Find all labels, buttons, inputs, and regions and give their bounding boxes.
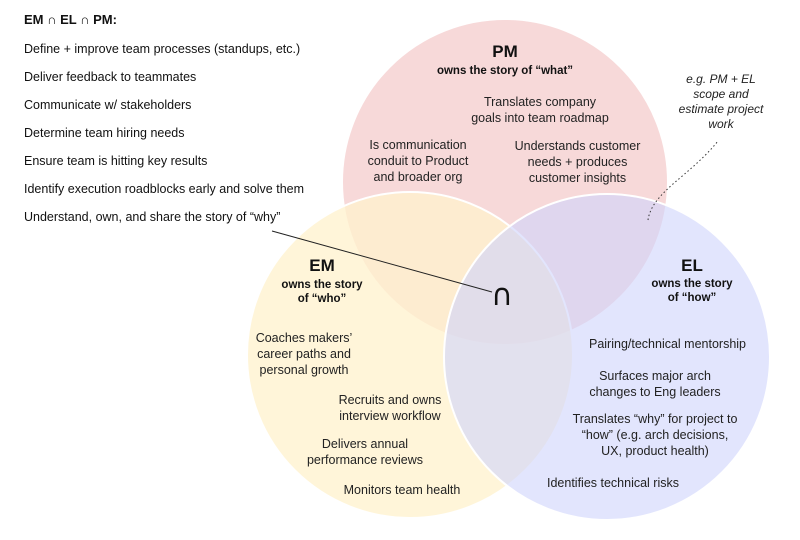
el-item: Identifies technical risks — [546, 476, 679, 490]
pm-title: PM — [492, 42, 518, 61]
el-item: Pairing/technical mentorship — [588, 337, 747, 351]
shared-item: Define + improve team processes (standup… — [24, 42, 301, 56]
shared-list: Define + improve team processes (standup… — [24, 41, 354, 237]
intersection-symbol: ∩ — [491, 278, 513, 313]
dotted-connector — [647, 140, 719, 221]
shared-item: Identify execution roadblocks early and … — [24, 182, 305, 196]
el-circle — [443, 193, 771, 521]
el-title: EL — [681, 256, 703, 275]
pm-subtitle: owns the story of “what” — [436, 65, 574, 77]
shared-title: EM ∩ EL ∩ PM: — [24, 12, 117, 27]
leader-line — [271, 230, 493, 293]
shared-item: Determine team hiring needs — [24, 126, 185, 140]
shared-item: Ensure team is hitting key results — [24, 154, 208, 168]
em-title: EM — [309, 256, 335, 275]
el-item: Translates “why” for project to“how” (e.… — [572, 412, 738, 458]
circles — [246, 18, 771, 521]
shared-responsibilities: EM ∩ EL ∩ PM: Define + improve team proc… — [24, 12, 354, 237]
shared-item: Understand, own, and share the story of … — [24, 210, 281, 224]
shared-item: Deliver feedback to teammates — [24, 70, 197, 84]
shared-item: Communicate w/ stakeholders — [24, 98, 192, 112]
em-item: Monitors team health — [343, 483, 461, 497]
